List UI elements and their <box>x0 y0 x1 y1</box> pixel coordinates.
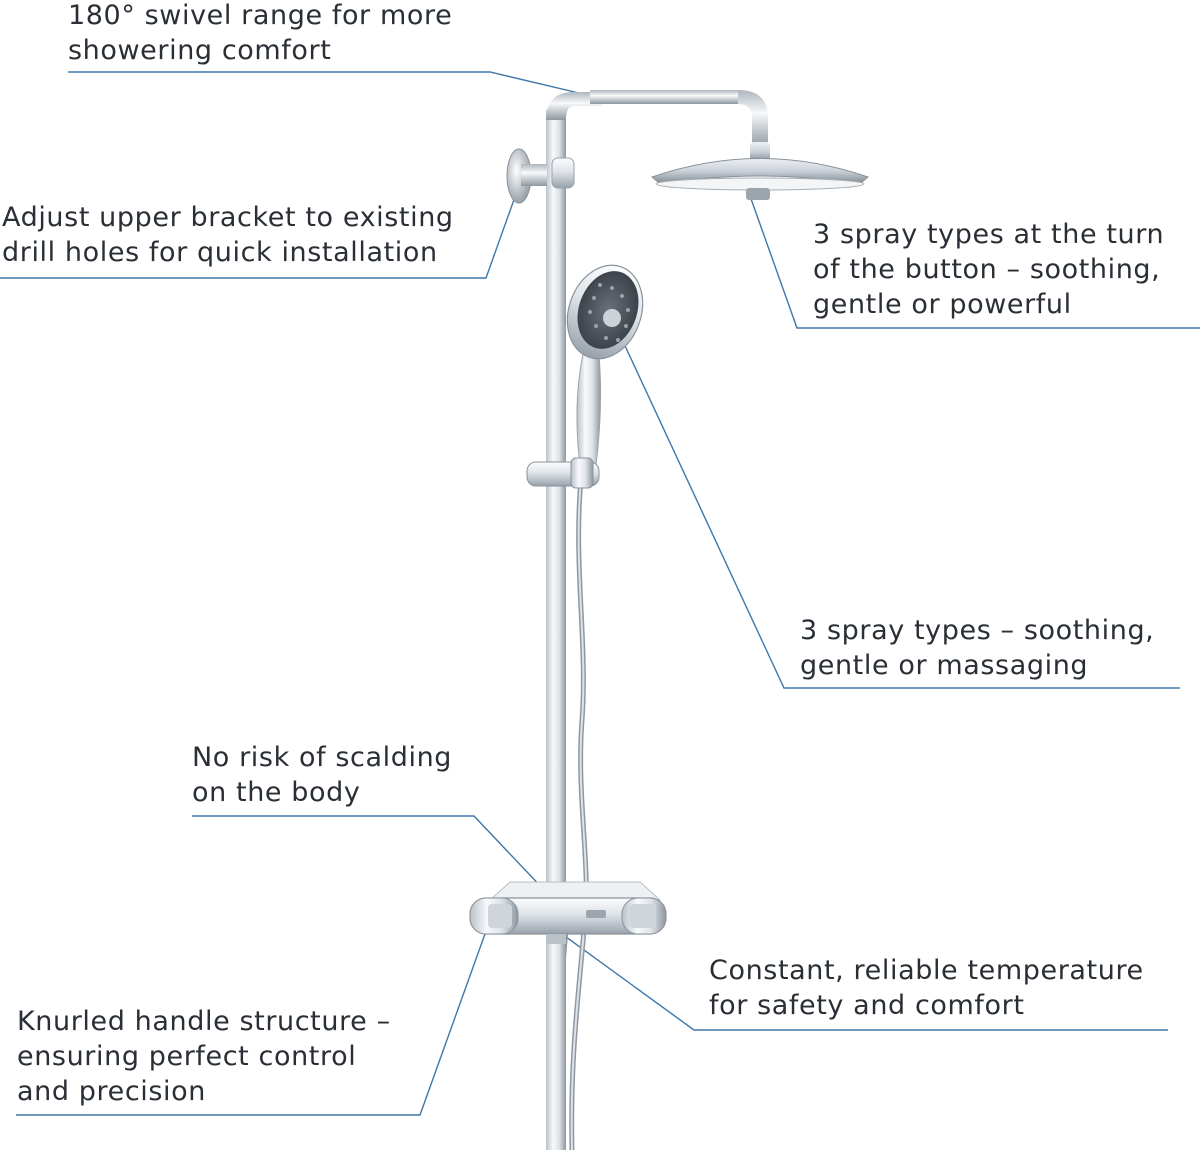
hand-shower <box>566 264 644 466</box>
riser-rail <box>546 92 602 1150</box>
scalding-callout-line <box>192 815 566 913</box>
hand-spray-callout-line <box>619 334 1180 689</box>
bracket-callout-line <box>0 179 522 279</box>
thermostat-mixer <box>469 881 667 944</box>
upper-bracket <box>506 148 575 204</box>
callout-head-spray-line-2: of the button – soothing, <box>813 254 1161 285</box>
callout-lines <box>0 71 1200 1116</box>
callout-head-spray-line-1: 3 spray types at the turn <box>813 219 1165 250</box>
callout-swivel-line-1: 180° swivel range for more <box>68 0 453 31</box>
temperature-callout-line <box>539 917 1168 1031</box>
swivel-callout-line <box>68 71 601 99</box>
callout-temperature-line-1: Constant, reliable temperature <box>709 955 1144 986</box>
callout-temperature-line-2: for safety and comfort <box>709 990 1025 1021</box>
callout-scalding-line-2: on the body <box>192 777 361 808</box>
callout-bracket: Adjust upper bracket to existing drill h… <box>2 200 454 270</box>
head-spray-callout-line <box>749 195 1200 329</box>
callout-head-spray-line-3: gentle or powerful <box>813 289 1072 320</box>
callout-swivel: 180° swivel range for more showering com… <box>68 0 452 68</box>
knurled-callout-line <box>16 919 491 1116</box>
callout-hand-spray: 3 spray types – soothing, gentle or mass… <box>800 613 1154 683</box>
callout-swivel-line-2: showering comfort <box>68 35 332 66</box>
callout-knurled-line-3: and precision <box>17 1076 206 1107</box>
callout-scalding: No risk of scalding on the body <box>192 740 452 810</box>
callout-scalding-line-1: No risk of scalding <box>192 742 453 773</box>
overhead-shower-head <box>651 142 869 200</box>
callout-knurled: Knurled handle structure – ensuring perf… <box>17 1004 391 1109</box>
callout-knurled-line-1: Knurled handle structure – <box>17 1006 391 1037</box>
callout-temperature: Constant, reliable temperature for safet… <box>709 953 1144 1023</box>
callout-bracket-line-1: Adjust upper bracket to existing <box>2 202 454 233</box>
callout-knurled-line-2: ensuring perfect control <box>17 1041 357 1072</box>
hand-shower-slider <box>526 457 600 489</box>
callout-head-spray: 3 spray types at the turn of the button … <box>813 217 1164 322</box>
callout-bracket-line-2: drill holes for quick installation <box>2 237 438 268</box>
callout-hand-spray-line-1: 3 spray types – soothing, <box>800 615 1155 646</box>
shower-arm <box>590 90 768 148</box>
callout-hand-spray-line-2: gentle or massaging <box>800 650 1089 681</box>
